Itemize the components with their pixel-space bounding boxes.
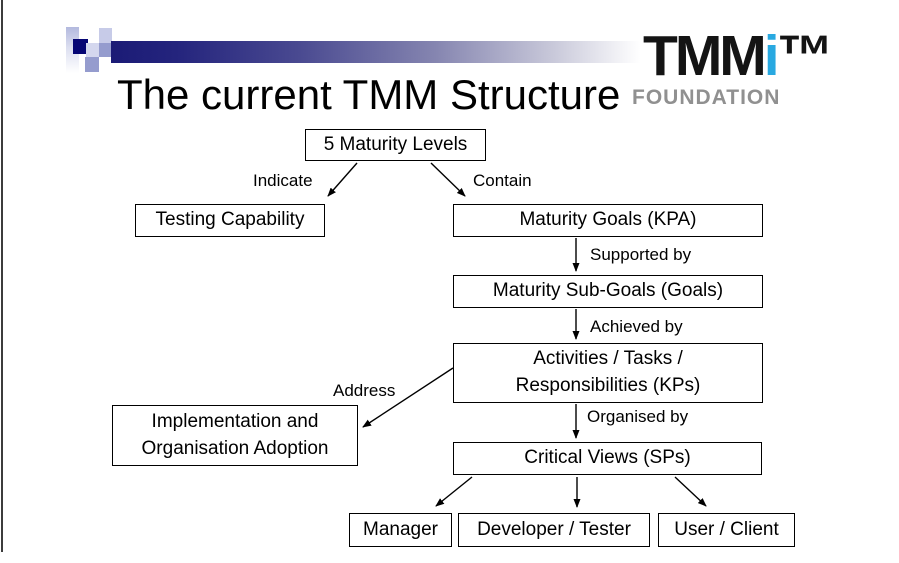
header-gradient-bar [111, 41, 651, 63]
node-manager: Manager [349, 513, 452, 547]
arrow-to-manager [435, 476, 473, 507]
decor-gradient-tile [66, 27, 79, 73]
logo-foundation-text: FOUNDATION [632, 86, 781, 109]
arrow-contain [430, 162, 466, 197]
page-edge-line [1, 0, 3, 552]
logo-tmm-text: TMM [643, 24, 767, 88]
edge-label-contain: Contain [473, 171, 532, 190]
logo-wordmark: TMMi™ [643, 28, 892, 85]
decor-light-square [86, 43, 99, 58]
node-activities-tasks: Activities / Tasks / Responsibilities (K… [453, 343, 763, 403]
node-maturity-goals: Maturity Goals (KPA) [453, 204, 763, 237]
arrow-to-user [674, 476, 707, 507]
node-user-client: User / Client [658, 513, 795, 547]
arrow-indicate [327, 162, 358, 197]
decor-medium-square [85, 57, 99, 72]
decor-navy-square [73, 39, 88, 54]
edge-label-achieved-by: Achieved by [590, 317, 683, 336]
node-maturity-levels: 5 Maturity Levels [305, 129, 486, 161]
decor-light-square [99, 28, 112, 43]
decor-medium-square [99, 43, 111, 57]
edge-label-address: Address [333, 381, 396, 400]
edge-label-organised-by: Organised by [587, 407, 689, 426]
logo-i-letter: i [763, 24, 780, 88]
slide-title: The current TMM Structure [117, 71, 621, 118]
tmmi-foundation-logo: TMMi™ FOUNDATION [632, 28, 892, 110]
node-developer-tester: Developer / Tester [458, 513, 650, 547]
node-critical-views: Critical Views (SPs) [453, 442, 762, 475]
edge-label-supported-by: Supported by [590, 245, 692, 264]
node-maturity-sub-goals: Maturity Sub-Goals (Goals) [453, 275, 763, 308]
node-testing-capability: Testing Capability [135, 204, 325, 237]
trademark-symbol: ™ [776, 24, 834, 88]
node-implementation-adoption: Implementation and Organisation Adoption [112, 405, 358, 466]
edge-label-indicate: Indicate [253, 171, 313, 190]
arrow-address [362, 367, 454, 428]
